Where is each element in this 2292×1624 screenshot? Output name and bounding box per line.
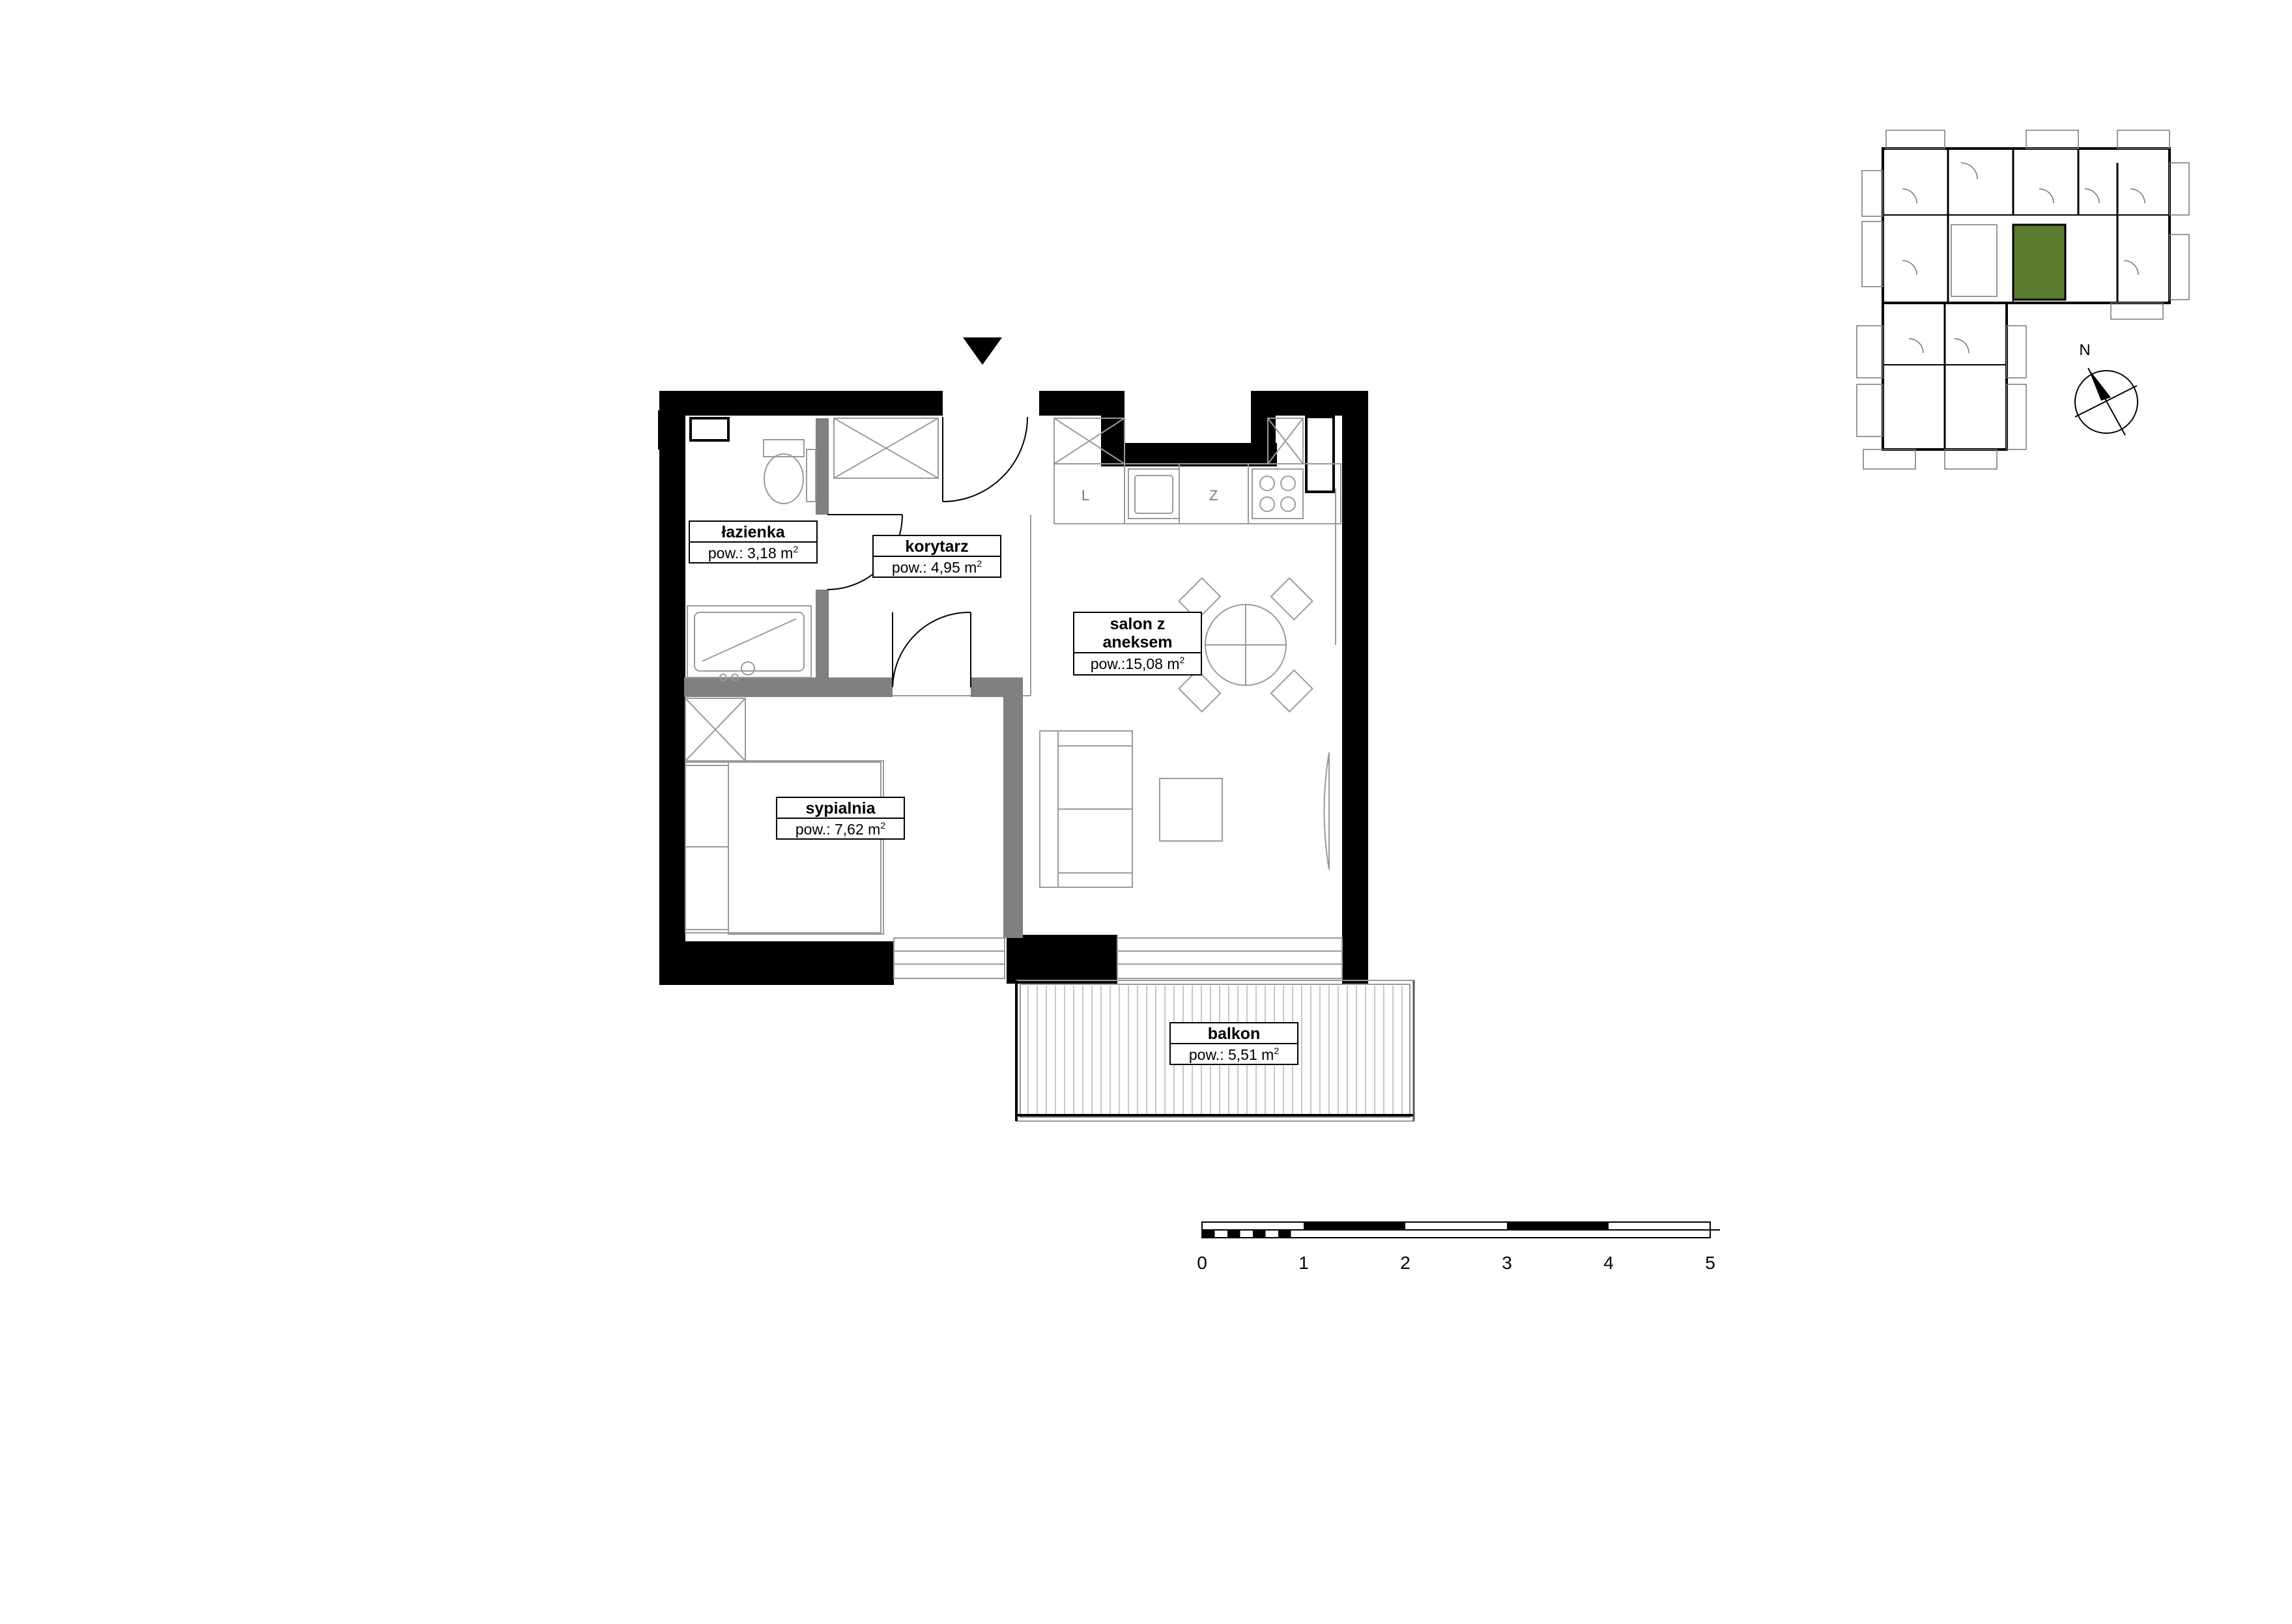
room-name: sypialnia: [806, 799, 876, 818]
room-name: salon z: [1110, 615, 1166, 633]
bathtub-icon: [687, 605, 812, 681]
entrance-arrow-icon: [963, 337, 1002, 365]
apartment-plan: L Z: [658, 337, 1415, 1122]
room-area: pow.: 7,62 m2: [795, 820, 885, 838]
room-label-korytarz: korytarz pow.: 4,95 m2: [872, 535, 1001, 578]
entrance-door: [942, 416, 1028, 502]
room-label-lazienka: łazienka pow.: 3,18 m2: [689, 520, 818, 563]
room-area: pow.:15,08 m2: [1091, 655, 1185, 672]
scale-label: 2: [1400, 1253, 1411, 1273]
scale-bar-labels: 0 1 2 3 4 5: [1197, 1253, 1715, 1273]
toilet-icon: [763, 439, 805, 504]
cooktop-icon: [1252, 468, 1304, 519]
scale-label: 0: [1197, 1253, 1207, 1273]
room-label-balkon: balkon pow.: 5,51 m2: [1169, 1022, 1298, 1065]
key-plan-highlighted-unit: [2012, 223, 2067, 301]
bedroom-door: [892, 611, 971, 688]
wardrobes: [685, 418, 1304, 762]
room-area: pow.: 5,51 m2: [1189, 1046, 1279, 1063]
partition-walls: [684, 418, 1023, 938]
windows: [893, 489, 1343, 979]
scale-label: 3: [1502, 1253, 1512, 1273]
room-name: korytarz: [905, 537, 968, 556]
key-plan: [1856, 130, 2190, 470]
sofa-icon: [1039, 730, 1133, 888]
room-area: pow.: 3,18 m2: [708, 544, 798, 562]
sink-letter: L: [1082, 487, 1089, 504]
kitchen-counter: [1053, 463, 1341, 524]
room-label-sypialnia: sypialnia pow.: 7,62 m2: [776, 797, 905, 840]
room-name: balkon: [1208, 1025, 1261, 1043]
coffee-table-icon: [1159, 778, 1223, 842]
scale-label: 5: [1705, 1253, 1715, 1273]
bed-icon: [685, 760, 884, 935]
scale-label: 4: [1603, 1253, 1614, 1273]
balcony: [1015, 980, 1415, 1122]
exterior-walls: [658, 391, 1368, 985]
room-name: łazienka: [721, 523, 785, 541]
scale-label: 1: [1298, 1253, 1309, 1273]
scale-bar: 0 1 2 3 4 5: [1197, 1221, 1720, 1273]
north-label: N: [2079, 341, 2090, 359]
ventilation-shaft: [689, 416, 1335, 493]
dining-table-icon: [1178, 577, 1313, 713]
bathroom-fixtures: [687, 439, 816, 681]
tv-icon: [1323, 752, 1330, 870]
north-arrow-icon: N: [2074, 341, 2138, 436]
room-area: pow.: 4,95 m2: [892, 558, 982, 576]
room-label-salon: salon z aneksem pow.:15,08 m2: [1073, 612, 1202, 676]
fridge-letter: Z: [1209, 487, 1218, 504]
wash-basin-icon: [806, 449, 816, 502]
room-name-line2: aneksem: [1102, 633, 1172, 651]
